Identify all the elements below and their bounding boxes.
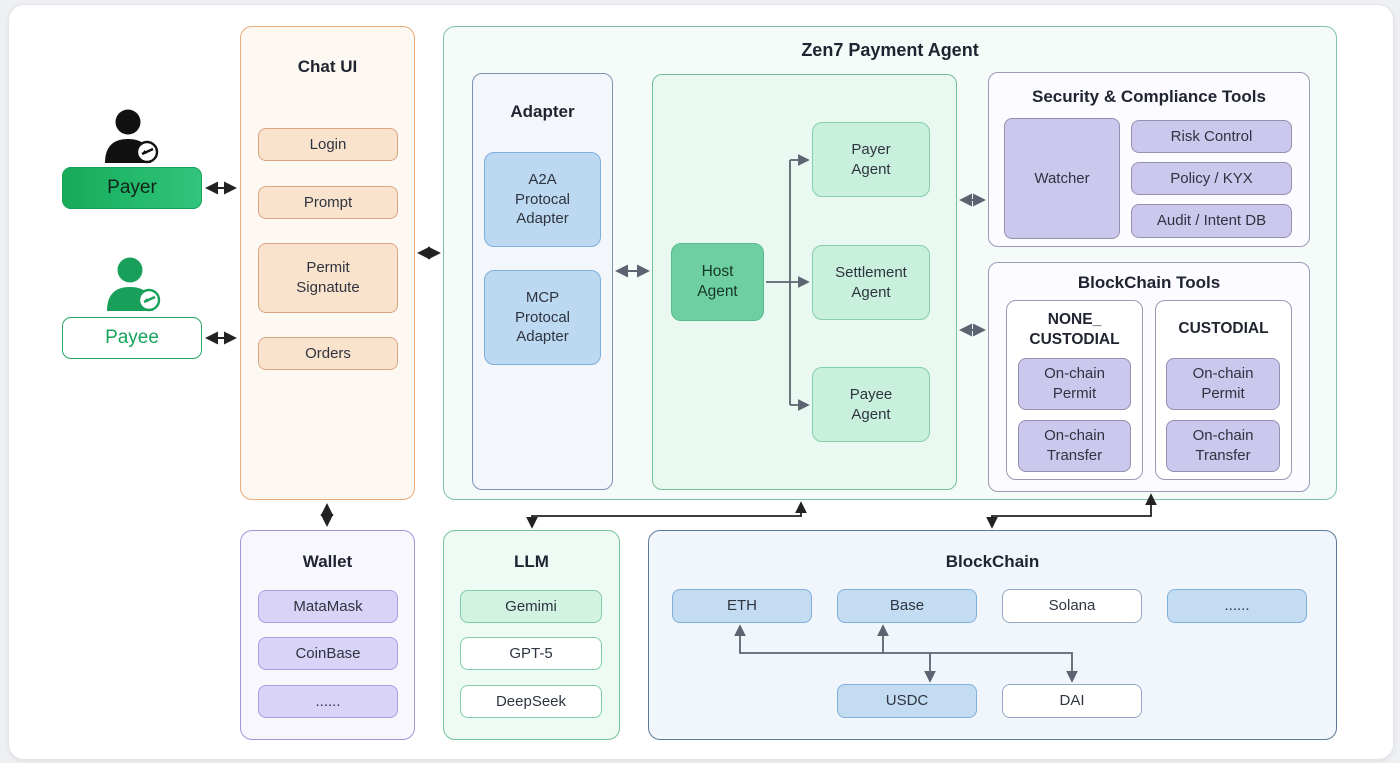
chain-label: ETH [727, 597, 757, 615]
llm-title: LLM [514, 552, 549, 571]
tool-label: On-chain Transfer [1044, 427, 1105, 464]
chat-ui-title: Chat UI [297, 57, 358, 76]
agent-label: Payer Agent [851, 140, 891, 178]
adapter-item-a2a: A2A Protocal Adapter [484, 152, 601, 247]
settlement-agent-node: Settlement Agent [812, 245, 930, 320]
chat-ui-item-label: Login [309, 135, 347, 153]
chain-label: Base [889, 597, 925, 615]
llm-item-gpt5: GPT-5 [460, 637, 602, 670]
chat-ui-item-permit-signature: Permit Signatute [258, 243, 398, 313]
payer-icon [105, 109, 159, 164]
chat-ui-item-label: Prompt [303, 193, 353, 211]
tool-label: On-chain Permit [1192, 365, 1254, 402]
wallet-item-label: ...... [315, 692, 341, 710]
chat-ui-item-label: Permit Signatute [296, 259, 360, 296]
llm-item-label: GPT-5 [509, 644, 553, 662]
chain-eth: ETH [672, 589, 812, 623]
llm-item-label: Gemimi [505, 597, 557, 615]
chain-more: ...... [1167, 589, 1307, 623]
policy-kyx-node: Policy / KYX [1131, 162, 1292, 195]
token-usdc: USDC [837, 684, 977, 718]
payer-node: Payer [62, 167, 202, 209]
chain-solana: Solana [1002, 589, 1142, 623]
agent-label: Settlement Agent [835, 263, 907, 301]
adapter-item-mcp: MCP Protocal Adapter [484, 270, 601, 365]
token-label: USDC [885, 692, 929, 710]
tool-label: On-chain Permit [1044, 365, 1105, 402]
blockchain-tools-title: BlockChain Tools [1077, 273, 1221, 292]
adapter-item-label: MCP Protocal Adapter [514, 288, 571, 346]
payer-label: Payer [107, 177, 157, 198]
llm-item-deepseek: DeepSeek [460, 685, 602, 718]
chat-ui-item-label: Orders [305, 344, 351, 362]
token-label: DAI [1059, 692, 1085, 710]
agent-label: Payee Agent [849, 385, 893, 423]
security-compliance-title: Security & Compliance Tools [1032, 87, 1266, 106]
llm-item-label: DeepSeek [495, 692, 567, 710]
custodial-title: CUSTODIAL [1178, 320, 1269, 337]
chain-base: Base [837, 589, 977, 623]
token-dai: DAI [1002, 684, 1142, 718]
chat-ui-item-login: Login [258, 128, 398, 161]
wallet-title: Wallet [302, 552, 353, 571]
chat-ui-item-prompt: Prompt [258, 186, 398, 219]
zen7-title: Zen7 Payment Agent [801, 40, 979, 60]
payee-agent-node: Payee Agent [812, 367, 930, 442]
llm-item-gemimi: Gemimi [460, 590, 602, 623]
security-item-label: Audit / Intent DB [1156, 212, 1267, 230]
watcher-label: Watcher [1034, 169, 1090, 187]
risk-control-node: Risk Control [1131, 120, 1292, 153]
payee-label: Payee [105, 327, 159, 348]
none-custodial-title: NONE_ CUSTODIAL [1029, 311, 1120, 349]
custodial-onchain-permit: On-chain Permit [1166, 358, 1280, 410]
wallet-item-matamask: MataMask [258, 590, 398, 623]
payee-node: Payee [62, 317, 202, 359]
chain-label: ...... [1224, 597, 1250, 615]
host-agent-node: Host Agent [671, 243, 764, 321]
adapter-item-label: A2A Protocal Adapter [514, 170, 571, 228]
adapter-title: Adapter [510, 102, 575, 121]
tool-label: On-chain Transfer [1192, 427, 1254, 464]
wallet-item-more: ...... [258, 685, 398, 718]
wallet-item-label: MataMask [293, 597, 363, 615]
custodial-onchain-transfer: On-chain Transfer [1166, 420, 1280, 472]
payee-icon [107, 257, 161, 312]
none-custodial-onchain-transfer: On-chain Transfer [1018, 420, 1131, 472]
watcher-node: Watcher [1004, 118, 1120, 239]
security-item-label: Risk Control [1170, 127, 1253, 145]
wallet-item-coinbase: CoinBase [258, 637, 398, 670]
host-agent-label: Host Agent [697, 262, 738, 300]
wallet-item-label: CoinBase [295, 644, 361, 662]
payer-agent-node: Payer Agent [812, 122, 930, 197]
chat-ui-item-orders: Orders [258, 337, 398, 370]
security-item-label: Policy / KYX [1170, 169, 1253, 187]
audit-intent-db-node: Audit / Intent DB [1131, 204, 1292, 238]
none-custodial-onchain-permit: On-chain Permit [1018, 358, 1131, 410]
chain-label: Solana [1048, 597, 1096, 615]
blockchain-title: BlockChain [945, 552, 1040, 571]
